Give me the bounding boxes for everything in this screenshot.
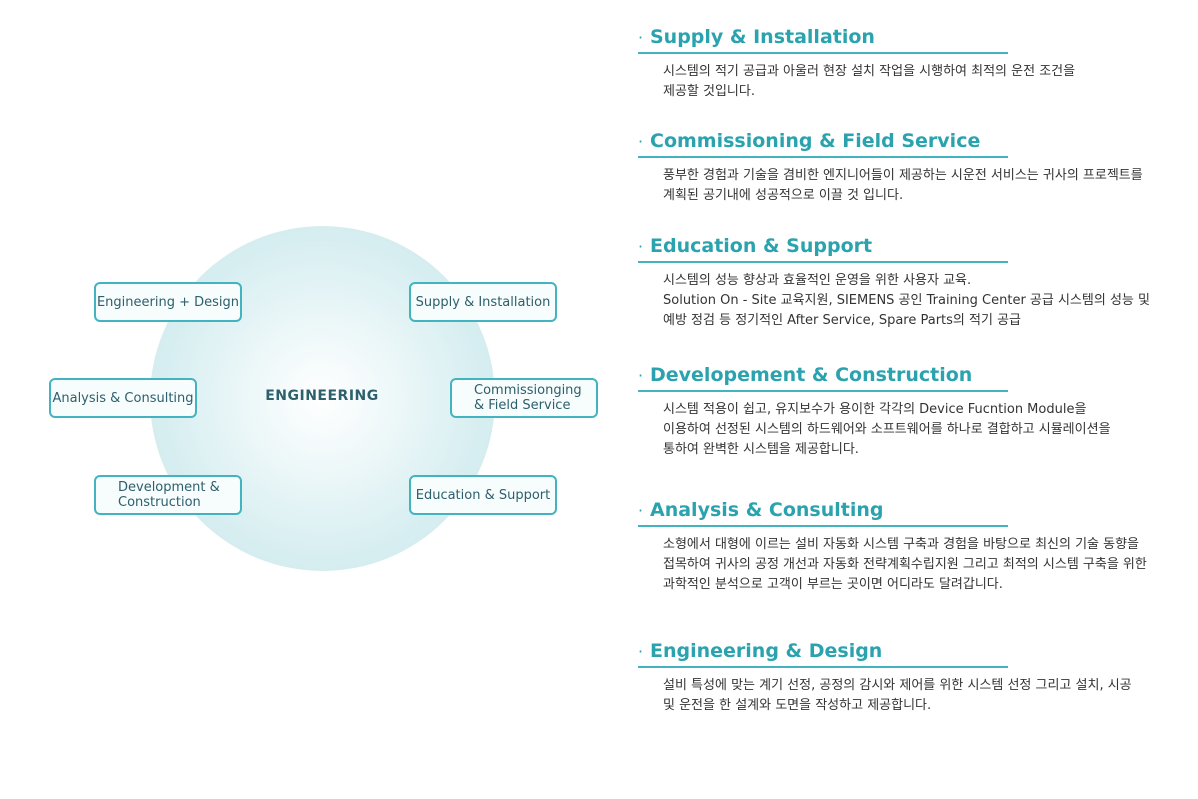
node-development-construction[interactable]: Development & Construction [94, 475, 242, 515]
section-education-support: · Education & Support 시스템의 성능 향상과 효율적인 운… [638, 235, 1198, 331]
description-line: 통하여 완벽한 시스템을 제공합니다. [663, 442, 859, 457]
node-commissioning-field-service[interactable]: Commissionging & Field Service [450, 378, 598, 418]
description-line: 제공할 것입니다. [663, 84, 755, 99]
engineering-diagram: ENGINEERING Engineering + Design Supply … [49, 226, 598, 571]
description-line: 접목하여 귀사의 공정 개선과 자동화 전략계획수립지원 그리고 최적의 시스템… [663, 557, 1147, 572]
section-description: 시스템 적용이 쉽고, 유지보수가 용이한 각각의 Device Fucntio… [663, 400, 1198, 460]
description-line: 및 운전을 한 설계와 도면을 작성하고 제공합니다. [663, 698, 932, 713]
section-supply-installation: · Supply & Installation 시스템의 적기 공급과 아울러 … [638, 26, 1198, 102]
section-title: Engineering & Design [650, 640, 883, 662]
node-supply-installation[interactable]: Supply & Installation [409, 282, 557, 322]
section-title-row: · Engineering & Design [638, 640, 1008, 668]
node-label: Commissionging & Field Service [474, 383, 582, 413]
section-description: 설비 특성에 맞는 계기 선정, 공정의 감시와 제어를 위한 시스템 선정 그… [663, 676, 1198, 716]
description-line: 설비 특성에 맞는 계기 선정, 공정의 감시와 제어를 위한 시스템 선정 그… [663, 678, 1132, 693]
node-education-support[interactable]: Education & Support [409, 475, 557, 515]
node-label: Engineering + Design [96, 294, 240, 310]
section-title-row: · Supply & Installation [638, 26, 1008, 54]
section-title-row: · Commissioning & Field Service [638, 130, 1008, 158]
description-line: 과학적인 분석으로 고객이 부르는 곳이면 어디라도 달려갑니다. [663, 577, 1003, 592]
section-commissioning-field-service: · Commissioning & Field Service 풍부한 경험과 … [638, 130, 1198, 206]
section-engineering-design: · Engineering & Design 설비 특성에 맞는 계기 선정, … [638, 640, 1198, 716]
section-title: Developement & Construction [650, 364, 973, 386]
node-label: Supply & Installation [415, 294, 551, 310]
section-title-row: · Analysis & Consulting [638, 499, 1008, 527]
node-analysis-consulting[interactable]: Analysis & Consulting [49, 378, 197, 418]
section-title: Analysis & Consulting [650, 499, 884, 521]
node-label: Education & Support [415, 487, 551, 503]
bullet-icon: · [638, 28, 644, 47]
center-label: ENGINEERING [265, 388, 379, 404]
section-development-construction: · Developement & Construction 시스템 적용이 쉽고… [638, 364, 1198, 460]
bullet-icon: · [638, 501, 644, 520]
description-line: Solution On - Site 교육지원, SIEMENS 공인 Trai… [663, 293, 1150, 308]
description-line: 이용하여 선정된 시스템의 하드웨어와 소프트웨어를 하나로 결합하고 시뮬레이… [663, 422, 1111, 437]
section-analysis-consulting: · Analysis & Consulting 소형에서 대형에 이르는 설비 … [638, 499, 1198, 595]
description-line: 계획된 공기내에 성공적으로 이끌 것 입니다. [663, 188, 904, 203]
bullet-icon: · [638, 237, 644, 256]
description-line: 소형에서 대형에 이르는 설비 자동화 시스템 구축과 경험을 바탕으로 최신의… [663, 537, 1140, 552]
section-title: Commissioning & Field Service [650, 130, 981, 152]
description-line: 시스템 적용이 쉽고, 유지보수가 용이한 각각의 Device Fucntio… [663, 402, 1087, 417]
service-details: · Supply & Installation 시스템의 적기 공급과 아울러 … [638, 0, 1198, 799]
description-line: 풍부한 경험과 기술을 겸비한 엔지니어들이 제공하는 시운전 서비스는 귀사의… [663, 168, 1143, 183]
section-description: 소형에서 대형에 이르는 설비 자동화 시스템 구축과 경험을 바탕으로 최신의… [663, 535, 1198, 595]
section-description: 풍부한 경험과 기술을 겸비한 엔지니어들이 제공하는 시운전 서비스는 귀사의… [663, 166, 1198, 206]
section-title-row: · Education & Support [638, 235, 1008, 263]
description-line: 시스템의 적기 공급과 아울러 현장 설치 작업을 시행하여 최적의 운전 조건… [663, 64, 1076, 79]
node-engineering-design[interactable]: Engineering + Design [94, 282, 242, 322]
section-title: Education & Support [650, 235, 873, 257]
section-description: 시스템의 적기 공급과 아울러 현장 설치 작업을 시행하여 최적의 운전 조건… [663, 62, 1198, 102]
description-line: 예방 정검 등 정기적인 After Service, Spare Parts의… [663, 313, 1021, 328]
node-label: Development & Construction [118, 480, 220, 510]
bullet-icon: · [638, 132, 644, 151]
description-line: 시스템의 성능 향상과 효율적인 운영을 위한 사용자 교육. [663, 273, 972, 288]
section-title: Supply & Installation [650, 26, 875, 48]
bullet-icon: · [638, 366, 644, 385]
bullet-icon: · [638, 642, 644, 661]
section-description: 시스템의 성능 향상과 효율적인 운영을 위한 사용자 교육. Solution… [663, 271, 1198, 331]
section-title-row: · Developement & Construction [638, 364, 1008, 392]
node-label: Analysis & Consulting [52, 390, 194, 406]
